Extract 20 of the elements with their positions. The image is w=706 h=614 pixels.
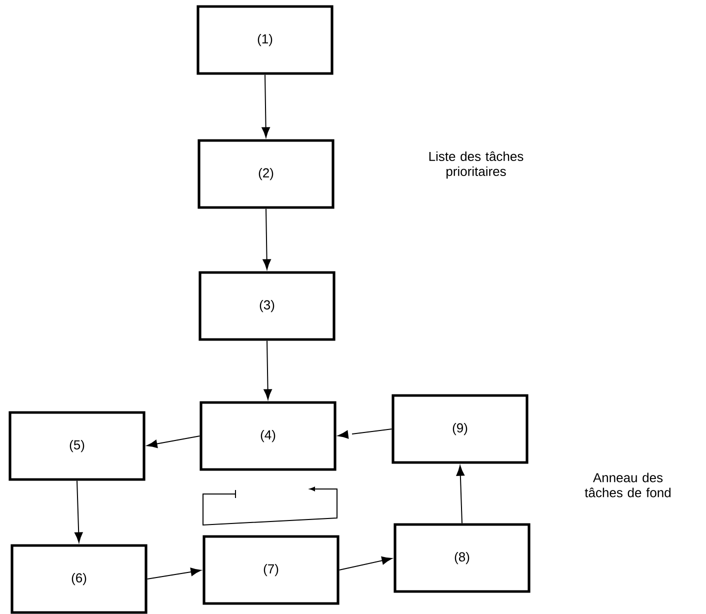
arrow [264, 340, 272, 400]
arrow [74, 480, 83, 543]
process-box: (1) [196, 5, 334, 75]
process-box: (4) [200, 401, 336, 471]
arrow [338, 428, 392, 439]
process-box: (8) [394, 523, 530, 593]
arrow [146, 568, 202, 580]
arrow [262, 74, 270, 138]
arrow [456, 465, 465, 524]
arrow [338, 556, 392, 570]
group-label: Anneau des tâches de fond [584, 472, 671, 498]
group-label: Liste des tâches prioritaires [429, 151, 524, 179]
process-box: (3) [198, 271, 336, 341]
process-box: (9) [392, 394, 528, 464]
process-box: (5) [8, 411, 146, 481]
arrow [146, 436, 200, 448]
arrow [262, 208, 271, 270]
process-box: (7) [202, 535, 340, 605]
process-box: (6) [10, 544, 148, 614]
process-box: (2) [198, 139, 334, 209]
